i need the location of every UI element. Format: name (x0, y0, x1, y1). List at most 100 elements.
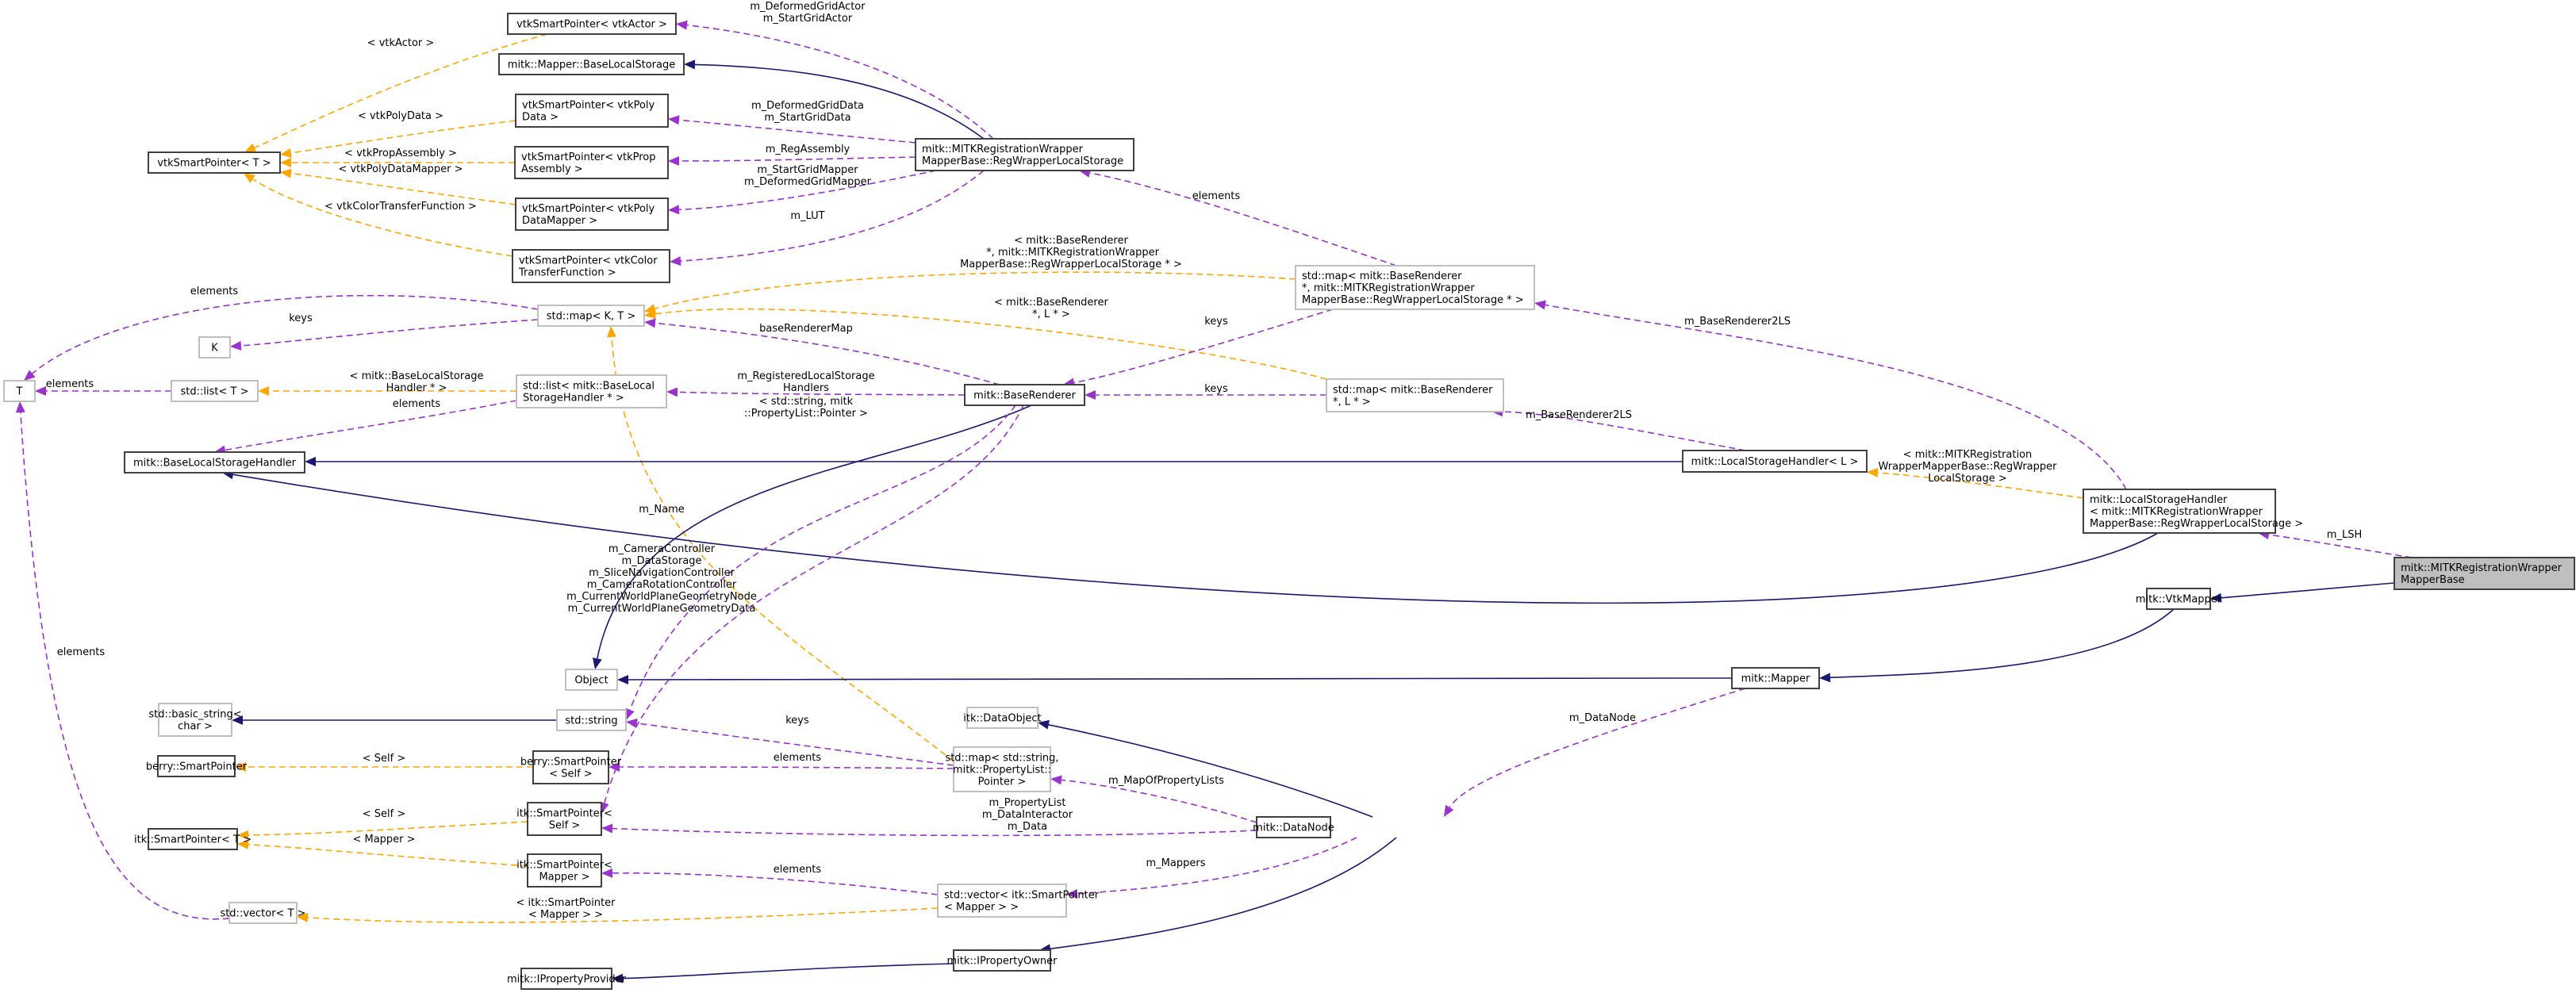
edge-base-renderer-to-object (592, 404, 1032, 669)
class-node-map-kt[interactable]: std::map< K, T > (537, 305, 645, 327)
class-node-vtk-poly-data[interactable]: vtkSmartPointer< vtkPolyData > (515, 94, 669, 128)
class-node-itk-spt[interactable]: itk::SmartPointer< T > (134, 828, 251, 850)
class-box (2146, 588, 2211, 610)
class-name-line: itk::SmartPointer< (516, 860, 612, 872)
class-node-k[interactable]: K (198, 336, 231, 358)
class-node-vtk-actor[interactable]: vtkSmartPointer< vtkActor > (507, 13, 677, 35)
edge-label-line: m_RegisteredLocalStorage (737, 370, 874, 382)
edge-label-line: keys (1204, 316, 1228, 328)
inherit-edge-line (2221, 582, 2395, 599)
class-node-vector-t[interactable]: std::vector< T > (220, 902, 306, 924)
edge-label: < Self > (363, 808, 406, 820)
usage-arrowhead-icon (601, 868, 613, 878)
class-node-list-t[interactable]: std::list< T > (171, 380, 259, 402)
class-node-itk-spmapper[interactable]: itk::SmartPointer<Mapper > (516, 853, 612, 888)
class-node-t[interactable]: T (3, 380, 36, 402)
edge-label-line: LocalStorage > (1928, 473, 2007, 485)
class-node-i-prop-owner[interactable]: mitk::IPropertyOwner (947, 949, 1058, 972)
class-node-vector-spmapper[interactable]: std::vector< itk::SmartPointer< Mapper >… (937, 884, 1100, 918)
edge-base-renderer-to-std-string (625, 404, 1016, 720)
class-node-vtk-mapper[interactable]: mitk::VtkMapper (2136, 588, 2222, 610)
template-edge-line (248, 821, 528, 836)
class-node-base-lsh[interactable]: mitk::BaseLocalStorageHandler (124, 451, 305, 473)
edge-label: elements (57, 646, 106, 658)
class-node-berry-sp[interactable]: berry::SmartPointer (146, 755, 248, 777)
class-node-vtk-poly-data-mapper[interactable]: vtkSmartPointer< vtkPolyDataMapper > (515, 197, 669, 231)
template-edge-line (1877, 472, 2084, 499)
class-name-line: mitk::PropertyList:: (953, 765, 1051, 776)
edge-label-line: m_StartGridActor (763, 13, 853, 25)
class-name-line: StorageHandler * > (523, 393, 624, 404)
class-name-line: Data > (522, 112, 559, 124)
class-box (3, 380, 36, 402)
class-node-map-string-pl[interactable]: std::map< std::string,mitk::PropertyList… (945, 746, 1059, 792)
class-node-mapper[interactable]: mitk::Mapper (1731, 667, 1820, 689)
class-node-itk-spself[interactable]: itk::SmartPointer<Self > (516, 802, 612, 836)
edge-label-line: m_CameraController (608, 543, 716, 555)
class-node-lsh-l[interactable]: mitk::LocalStorageHandler< L > (1682, 450, 1868, 473)
class-node-base-renderer[interactable]: mitk::BaseRenderer (964, 384, 1085, 406)
edge-itk-spself-to-itk-spt (237, 821, 528, 840)
edge-data-node-to-itk-data-object (1038, 719, 1373, 818)
usage-arrowhead-icon (601, 823, 613, 834)
edge-label-line: m_RegAssembly (766, 144, 850, 155)
class-box (516, 374, 667, 408)
edge-label: keys (1204, 316, 1228, 328)
class-node-object[interactable]: Object (565, 669, 618, 691)
edge-list-blsh-to-base-lsh (214, 400, 517, 455)
class-name-line: MapperBase::RegWrapperLocalStorage * > (1302, 294, 1524, 306)
class-node-vtk-prop-assembly[interactable]: vtkSmartPointer< vtkPropAssembly > (514, 146, 669, 179)
edge-label: m_Name (639, 504, 685, 516)
edge-data-node-to-vector-spmapper (1066, 837, 1357, 899)
edge-reg-wrapper-ls-to-vtk-color-tf (670, 170, 985, 266)
edge-reg-wrapper-ls-to-vtk-poly-data-mapper (668, 170, 937, 215)
class-name-line: Pointer > (978, 776, 1027, 788)
class-name-line: std::vector< T > (220, 908, 305, 920)
class-box (1295, 265, 1535, 310)
usage-edge-line (655, 322, 1000, 385)
class-node-base-local-storage[interactable]: mitk::Mapper::BaseLocalStorage (498, 53, 685, 75)
usage-edge-line (32, 294, 539, 374)
class-node-berry-spself[interactable]: berry::SmartPointer< Self > (520, 750, 622, 784)
class-node-std-string[interactable]: std::string (556, 709, 627, 731)
class-name-line: vtkSmartPointer< vtkPoly (522, 100, 655, 112)
edge-lsh-l-to-base-lsh (305, 457, 1683, 466)
inherit-arrowhead-icon (232, 715, 243, 725)
edge-label: < Mapper > (352, 834, 415, 845)
class-node-vtk-color-tf[interactable]: vtkSmartPointer< vtkColorTransferFunctio… (512, 249, 670, 283)
class-node-i-prop-provider[interactable]: mitk::IPropertyProvider (507, 968, 627, 990)
template-arrowhead-icon (1867, 468, 1879, 478)
edge-label-line: *, L * > (1032, 309, 1070, 320)
usage-arrowhead-icon (668, 156, 679, 166)
usage-arrowhead-icon (1534, 300, 1546, 310)
edge-label: m_BaseRenderer2LS (1526, 409, 1632, 421)
class-name-line: Self > (549, 820, 580, 832)
class-node-reg-wrapper-ls[interactable]: mitk::MITKRegistrationWrapperMapperBase:… (915, 138, 1134, 171)
class-name-line: mitk::IPropertyProvider (507, 974, 627, 986)
class-name-line: T (16, 386, 23, 398)
class-name-line: vtkSmartPointer< T > (157, 158, 271, 170)
edge-label: m_RegAssembly (766, 144, 850, 155)
edge-label-line: keys (785, 715, 809, 727)
edge-vtk-mapper-to-mapper (1819, 608, 2175, 683)
edge-label-line: m_CurrentWorldPlaneGeometryNode (566, 591, 757, 603)
template-arrowhead-icon (258, 386, 269, 396)
template-arrowhead-icon (237, 839, 249, 849)
edge-data-node-to-itk-spself (601, 823, 1257, 837)
class-node-data-node[interactable]: mitk::DataNode (1253, 816, 1334, 838)
class-node-basic-string[interactable]: std::basic_string<char > (148, 703, 242, 737)
template-edge-line (290, 172, 516, 205)
class-node-list-blsh[interactable]: std::list< mitk::BaseLocalStorageHandler… (516, 374, 667, 408)
edge-label-line: m_StartGridMapper (757, 164, 858, 176)
class-node-lsh-reg[interactable]: mitk::LocalStorageHandler< mitk::MITKReg… (2083, 489, 2303, 534)
template-edge-line (307, 907, 939, 923)
class-node-map-brreg-wrapper[interactable]: std::map< mitk::BaseRenderer *, mitk::MI… (1295, 265, 1535, 310)
class-node-itk-data-object[interactable]: itk::DataObject (963, 707, 1042, 729)
edge-label-line: m_DataNode (1569, 712, 1636, 724)
class-node-map-brl[interactable]: std::map< mitk::BaseRenderer*, L * > (1326, 378, 1504, 412)
edge-vtk-poly-data-mapper-to-vtk-smart-pointer-t (280, 168, 516, 205)
usage-edge-line (1449, 688, 1746, 808)
class-node-vtk-smart-pointer-t[interactable]: vtkSmartPointer< T > (148, 151, 281, 174)
